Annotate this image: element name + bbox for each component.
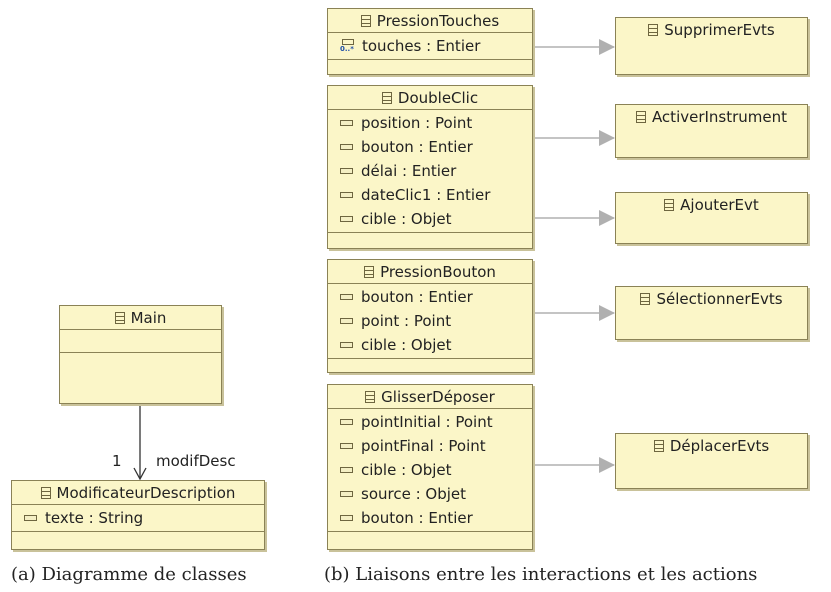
multi-attribute-icon: 0..*: [340, 39, 356, 53]
attribute: bouton : Entier: [328, 135, 532, 159]
class-name: AjouterEvt: [680, 195, 759, 214]
class-deplacerevts: DéplacerEvts: [615, 433, 808, 489]
attribute: cible : Objet: [328, 207, 532, 231]
attribute-icon: [340, 168, 353, 174]
class-header: SélectionnerEvts: [616, 287, 807, 310]
class-icon: [365, 390, 376, 403]
association-arrowhead: [133, 467, 147, 481]
class-header: DéplacerEvts: [616, 434, 807, 457]
attribute-icon: [24, 515, 37, 521]
attribute-icon: [340, 144, 353, 150]
class-icon: [648, 23, 659, 36]
class-icon: [364, 265, 375, 278]
class-name: ModificateurDescription: [56, 483, 236, 502]
class-icon: [40, 486, 51, 499]
class-modificateurdescription: ModificateurDescription texte : String: [11, 480, 265, 550]
class-name: SélectionnerEvts: [656, 289, 783, 308]
attribute-list: pointInitial : Point pointFinal : Point …: [328, 409, 532, 532]
class-modificateurdescription-header: ModificateurDescription: [12, 481, 264, 505]
attribute: 0..*touches : Entier: [340, 37, 481, 55]
class-main-header: Main: [60, 306, 221, 330]
class-name: PressionBouton: [380, 262, 496, 281]
class-ajouterevt: AjouterEvt: [615, 192, 808, 244]
class-name: SupprimerEvts: [664, 20, 775, 39]
attribute-list: 0..*touches : Entier: [328, 33, 532, 60]
class-icon: [114, 311, 125, 324]
attribute-icon: [340, 216, 353, 222]
attribute: cible : Objet: [328, 458, 532, 482]
class-activerinstrument: ActiverInstrument: [615, 104, 808, 158]
attribute-list: position : Point bouton : Entier délai :…: [328, 110, 532, 233]
attribute: délai : Entier: [328, 159, 532, 183]
attribute: point : Point: [328, 309, 532, 333]
class-header: PressionTouches: [328, 9, 532, 33]
attribute-list: texte : String: [12, 505, 264, 532]
attribute: cible : Objet: [328, 333, 532, 357]
class-header: ActiverInstrument: [616, 105, 807, 128]
class-name: DéplacerEvts: [669, 436, 770, 455]
attribute: bouton : Entier: [328, 506, 532, 530]
class-name: GlisserDéposer: [381, 387, 495, 406]
class-icon: [360, 14, 371, 27]
attribute: position : Point: [328, 111, 532, 135]
attribute: pointFinal : Point: [328, 434, 532, 458]
class-header: GlisserDéposer: [328, 385, 532, 409]
class-icon: [653, 439, 664, 452]
class-glisserdeposer: GlisserDéposer pointInitial : Point poin…: [327, 384, 533, 550]
attribute-icon: [340, 342, 353, 348]
caption-a: (a) Diagramme de classes: [11, 564, 247, 585]
class-doubleclic: DoubleClic position : Point bouton : Ent…: [327, 85, 533, 249]
attribute-icon: [340, 120, 353, 126]
class-selectionnerevts: SélectionnerEvts: [615, 286, 808, 340]
attribute-icon: [340, 192, 353, 198]
attribute: pointInitial : Point: [328, 410, 532, 434]
class-name: PressionTouches: [376, 11, 500, 30]
class-icon: [635, 110, 646, 123]
class-pressionbouton: PressionBouton bouton : Entier point : P…: [327, 259, 533, 373]
class-header: AjouterEvt: [616, 193, 807, 216]
class-header: SupprimerEvts: [616, 18, 807, 41]
attribute: source : Objet: [328, 482, 532, 506]
class-name: DoubleClic: [397, 88, 479, 107]
class-name: ActiverInstrument: [651, 107, 788, 126]
class-header: DoubleClic: [328, 86, 532, 110]
attribute: dateClic1 : Entier: [328, 183, 532, 207]
attribute: texte : String: [12, 506, 264, 530]
class-main-name: Main: [130, 308, 167, 327]
class-supprimerevts: SupprimerEvts: [615, 17, 808, 75]
attribute-icon: [340, 419, 353, 425]
caption-b: (b) Liaisons entre les interactions et l…: [324, 564, 758, 585]
attribute-icon: [340, 443, 353, 449]
attribute-icon: [340, 294, 353, 300]
class-header: PressionBouton: [328, 260, 532, 284]
attribute-icon: [340, 318, 353, 324]
class-icon: [381, 91, 392, 104]
attribute-icon: [340, 491, 353, 497]
association-role: modifDesc: [156, 452, 236, 470]
attribute-icon: [340, 467, 353, 473]
class-main-attributes: [60, 330, 221, 353]
class-icon: [664, 198, 675, 211]
attribute: bouton : Entier: [328, 285, 532, 309]
class-main: Main: [59, 305, 222, 404]
class-icon: [640, 292, 651, 305]
attribute-icon: [340, 515, 353, 521]
association-multiplicity: 1: [112, 452, 122, 470]
class-pressiontouches: PressionTouches 0..*touches : Entier: [327, 8, 533, 75]
attribute-list: bouton : Entier point : Point cible : Ob…: [328, 284, 532, 359]
